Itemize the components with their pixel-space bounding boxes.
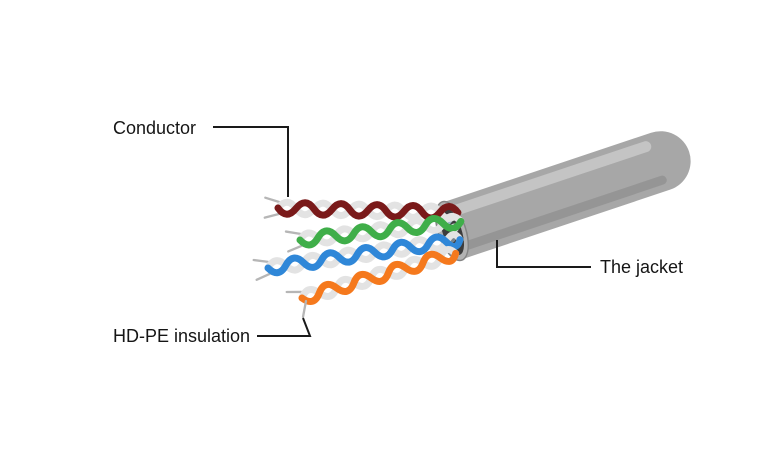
bare-conductor-tip [284,230,302,236]
white-wire [296,212,465,247]
colored-wire [274,199,462,222]
twisted-pair-blue [252,231,464,281]
jacket-body [442,131,691,260]
bare-conductor-tip [287,244,303,253]
bare-conductor-tip [285,290,303,294]
twisted-pair-orange [285,246,460,305]
jacket-shadow [463,175,667,250]
bare-conductor-tip [252,258,270,264]
colored-wire [298,249,460,305]
bare-conductor-tip [263,212,280,219]
colored-wire [264,233,464,277]
label-conductor: Conductor [113,118,197,138]
bare-conductor-tip-long [301,299,308,319]
jacket-leader-line [496,240,591,268]
label-the-jacket: The jacket [600,257,684,277]
bare-conductor-tip [264,196,281,204]
twisted-pair-maroon [263,196,462,222]
bare-conductor-tip [255,272,272,281]
jacket-highlight [451,141,652,216]
twisted-pair-green [284,212,465,253]
colored-wire [296,215,465,249]
label-hdpe-insulation: HD-PE insulation [113,326,251,346]
conductor-leader-line [213,126,289,197]
insulation-leader-line [257,317,312,337]
cable-jacket [442,131,691,260]
white-wire [298,246,460,302]
